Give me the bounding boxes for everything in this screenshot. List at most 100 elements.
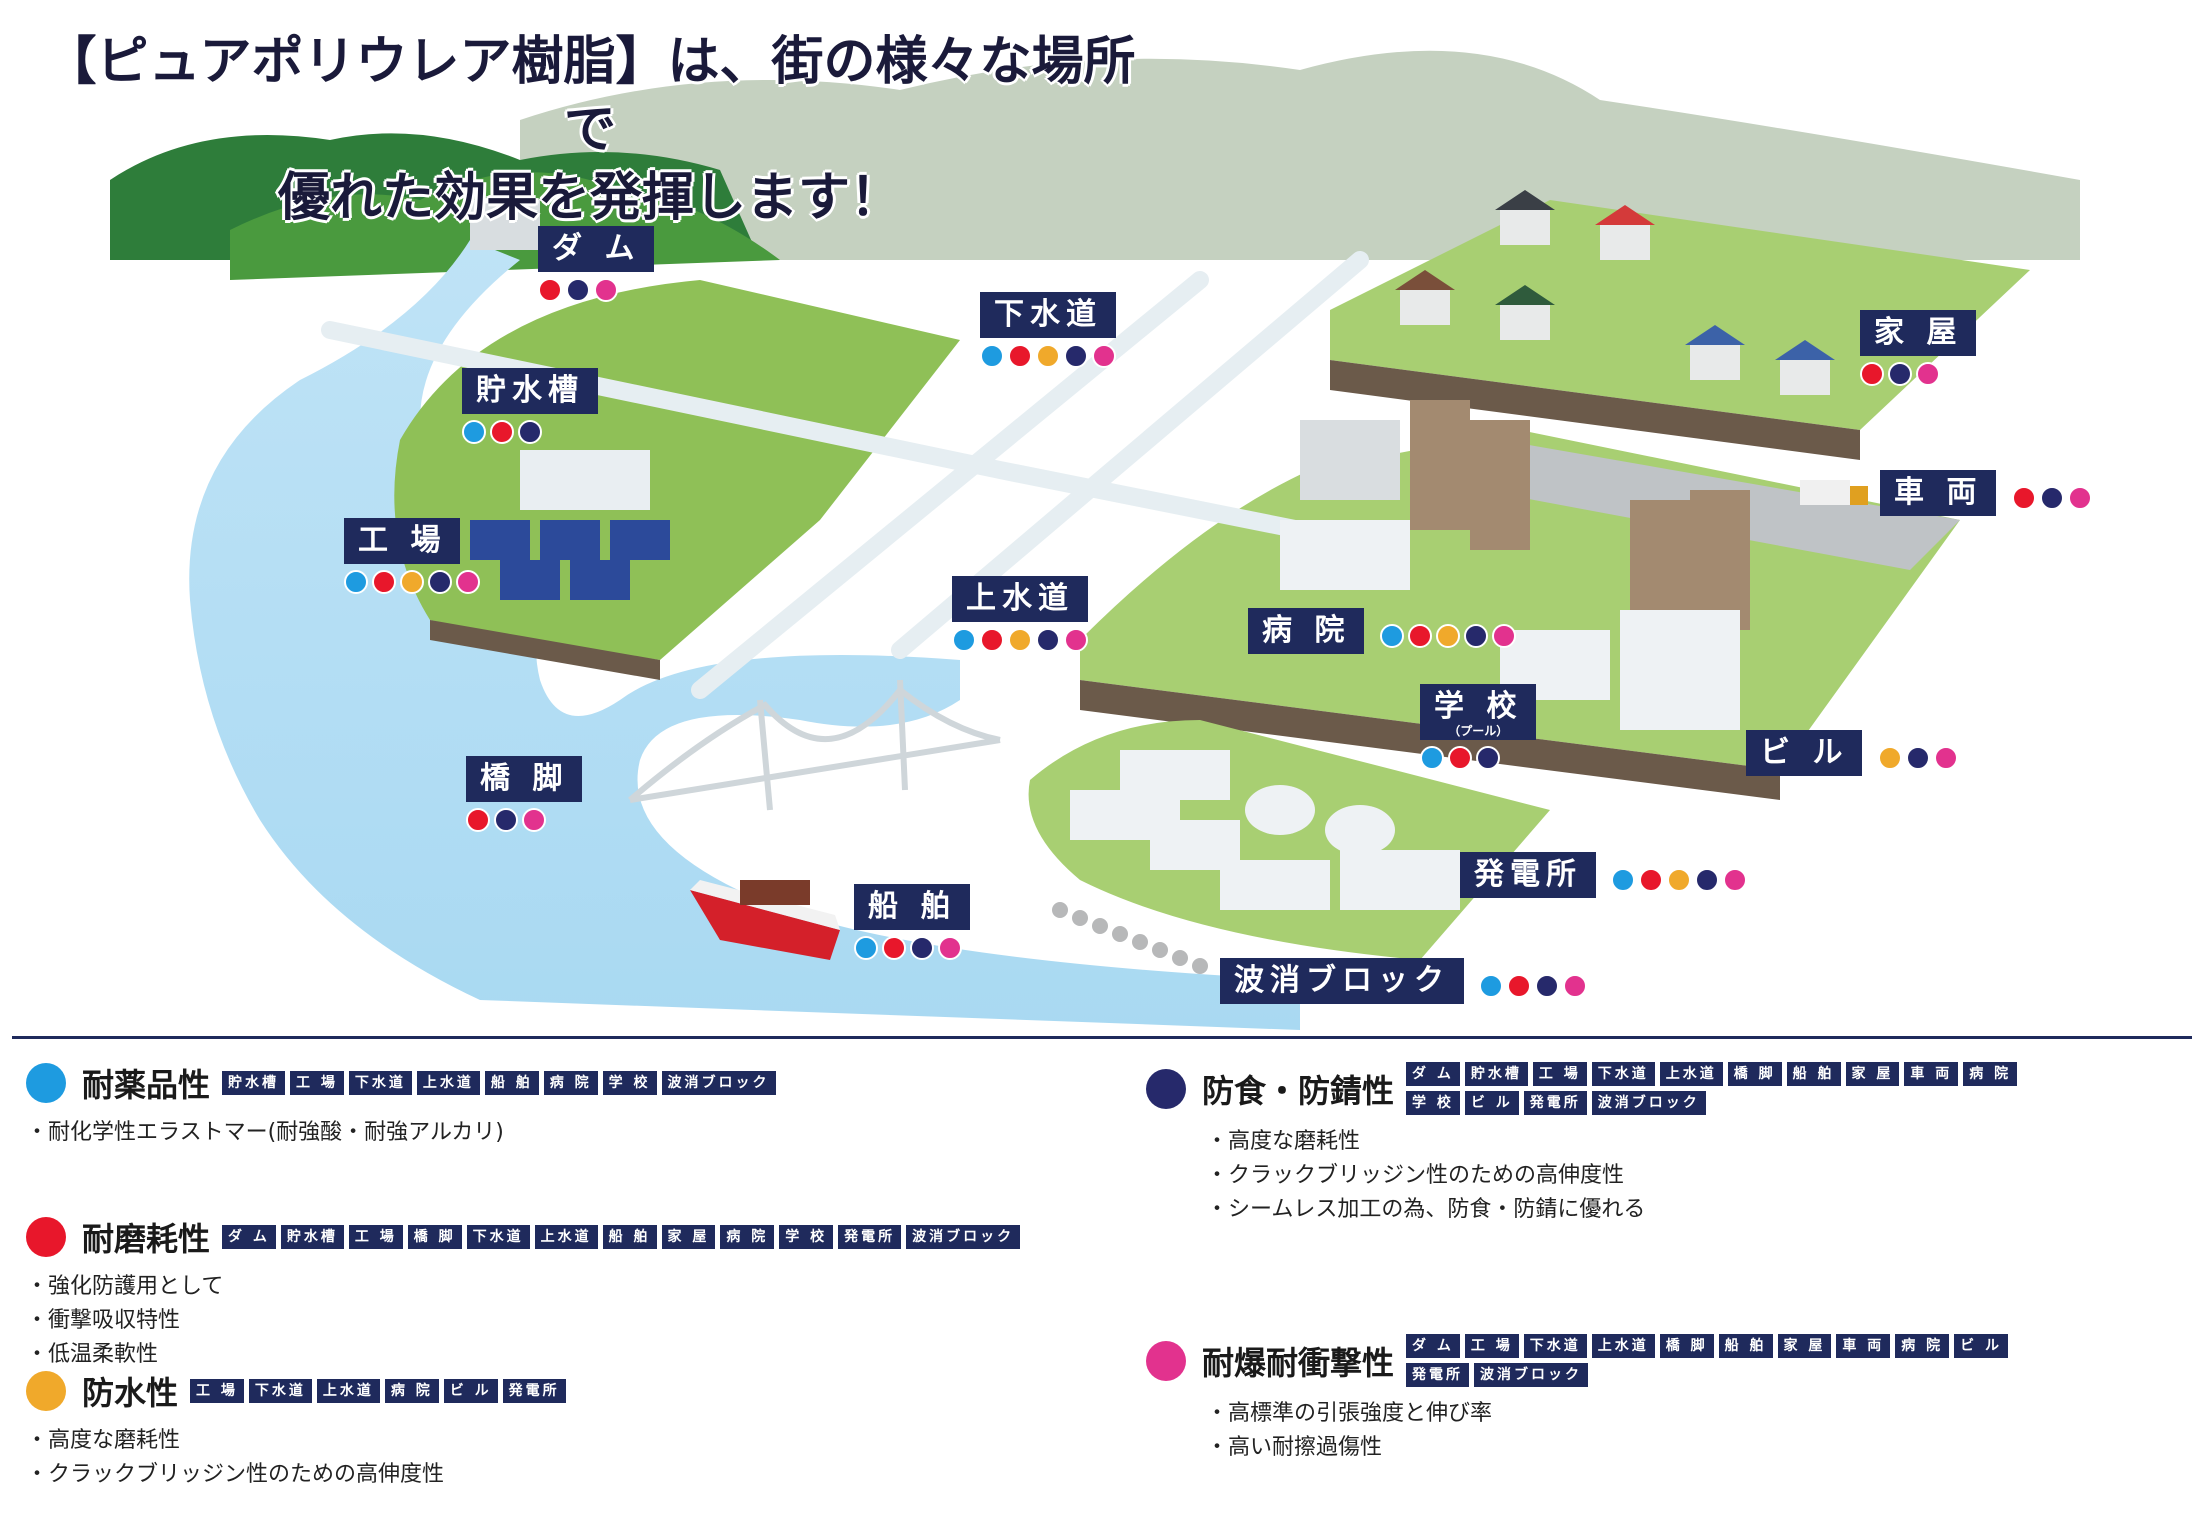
- location-chip: 波消ブロック: [1474, 1363, 1589, 1387]
- chip-list: ダ ム貯水槽工 場橋 脚下水道上水道船 舶家 屋病 院学 校発電所波消ブロック: [222, 1225, 1021, 1249]
- point-list: 耐化学性エラストマー(耐強酸・耐強アルカリ): [26, 1116, 1106, 1150]
- location-chip: 貯水槽: [1464, 1062, 1528, 1086]
- location-chip: ビ ル: [1954, 1334, 2009, 1358]
- dam: [470, 200, 540, 250]
- location-vehicle: 車 両: [1880, 470, 2092, 516]
- location-chip: 発電所: [502, 1379, 566, 1403]
- title-line-1: 【ピュアポリウレア樹脂】は、街の様々な場所で: [44, 32, 1136, 160]
- abrasion-dot-icon: [26, 1217, 66, 1257]
- location-chip: 家 屋: [1845, 1062, 1900, 1086]
- location-chip: 上水道: [316, 1379, 380, 1403]
- blast-dot-icon: [1146, 1340, 1186, 1381]
- property-dots: [1420, 746, 1536, 770]
- location-house: 家 屋: [1860, 310, 1977, 386]
- location-chip: 橋 脚: [407, 1225, 462, 1249]
- property-dots: [854, 936, 970, 960]
- legend-blast: 耐爆耐衝撃性ダ ム工 場下水道上水道橋 脚船 舶家 屋車 両病 院ビ ル発電所波…: [1146, 1334, 2106, 1465]
- page-title: 【ピュアポリウレア樹脂】は、街の様々な場所で 優れた効果を発揮します！: [40, 28, 1140, 232]
- property-dots: [466, 808, 582, 832]
- school-sub: （プール）: [1448, 724, 1509, 738]
- location-chip: 工 場: [290, 1071, 344, 1095]
- feature-point: クラックブリッジン性のための高伸度性: [26, 1458, 1106, 1492]
- legend-title: 耐爆耐衝撃性: [1202, 1343, 1395, 1382]
- truck: [1800, 480, 1850, 505]
- legend-title: 耐薬品性: [82, 1066, 211, 1104]
- location-label: 家 屋: [1860, 310, 1977, 356]
- anticorrosion-dot-icon: [1146, 1068, 1186, 1109]
- chemical-dot: [952, 628, 976, 652]
- anticorrosion-dot: [1064, 344, 1088, 368]
- location-chip: 波消ブロック: [906, 1225, 1021, 1249]
- anticorrosion-dot: [2039, 485, 2064, 510]
- location-chip: 船 舶: [484, 1071, 539, 1095]
- anticorrosion-dot: [494, 808, 518, 832]
- waterproof-dot: [1435, 623, 1460, 648]
- location-chip: 学 校: [602, 1071, 657, 1095]
- power-plant: [1070, 750, 1460, 910]
- location-label: 船 舶: [854, 884, 971, 930]
- location-chip: 上水道: [416, 1071, 480, 1095]
- location-chip: 船 舶: [1718, 1334, 1773, 1358]
- location-label: 下水道: [980, 292, 1116, 338]
- chemical-dot: [1379, 623, 1404, 648]
- blast-dot: [456, 570, 480, 594]
- property-dots: [1611, 867, 1748, 892]
- location-chip: 下水道: [1591, 1062, 1655, 1086]
- anticorrosion-dot: [1463, 623, 1488, 648]
- feature-point: 耐化学性エラストマー(耐強酸・耐強アルカリ): [26, 1116, 1106, 1150]
- location-chip: 発電所: [1523, 1091, 1587, 1115]
- legend-abrasion: 耐磨耗性ダ ム貯水槽工 場橋 脚下水道上水道船 舶家 屋病 院学 校発電所波消ブ…: [26, 1214, 1106, 1372]
- location-chip: 学 校: [779, 1225, 834, 1249]
- location-chip: ビ ル: [443, 1379, 498, 1403]
- title-line-2: 優れた効果を発揮します！: [277, 168, 902, 228]
- far-mountains: [520, 50, 2080, 261]
- anticorrosion-dot: [1535, 973, 1560, 998]
- point-list: 高度な磨耗性クラックブリッジン性のための高伸度性シームレス加工の為、防食・防錆に…: [1206, 1125, 2106, 1227]
- abrasion-dot: [372, 570, 396, 594]
- blast-dot: [1064, 628, 1088, 652]
- property-dots: [980, 344, 1116, 368]
- waterproof-dot: [400, 570, 424, 594]
- abrasion-dot: [1507, 973, 1532, 998]
- feature-point: 高度な磨耗性: [1206, 1125, 2106, 1159]
- blast-dot: [594, 278, 618, 302]
- location-chip: 病 院: [1895, 1334, 1950, 1358]
- blast-dot: [1723, 867, 1748, 892]
- legend-title: 防食・防錆性: [1202, 1071, 1395, 1110]
- property-dots: [462, 420, 598, 444]
- cargo-ship: [690, 880, 840, 960]
- wave-blocks: [1052, 902, 1208, 974]
- abrasion-dot: [490, 420, 514, 444]
- location-chip: 下水道: [466, 1225, 530, 1249]
- chip-list: ダ ム工 場下水道上水道橋 脚船 舶家 屋車 両病 院ビ ル発電所波消ブロック: [1406, 1334, 2046, 1387]
- location-wave-block: 波消ブロック: [1220, 958, 1588, 1004]
- location-chip: ビ ル: [1464, 1091, 1519, 1115]
- location-chip: 車 両: [1836, 1334, 1891, 1358]
- location-label: 病 院: [1248, 608, 1365, 654]
- location-chip: ダ ム: [1406, 1062, 1460, 1086]
- location-chip: 工 場: [1464, 1334, 1519, 1358]
- abrasion-dot: [1860, 362, 1884, 386]
- location-water-supply: 上水道: [952, 576, 1088, 652]
- waterproof-dot: [1877, 745, 1902, 770]
- blast-dot: [1933, 745, 1958, 770]
- point-list: 強化防護用として衝撃吸収特性低温柔軟性: [26, 1270, 1106, 1372]
- location-chip: 橋 脚: [1659, 1334, 1714, 1358]
- location-label: 学 校（プール）: [1420, 684, 1537, 740]
- chemical-dot: [344, 570, 368, 594]
- chemical-dot: [1611, 867, 1636, 892]
- property-dots: [344, 570, 480, 594]
- anticorrosion-dot: [428, 570, 452, 594]
- location-chip: 上水道: [1591, 1334, 1655, 1358]
- anticorrosion-dot: [518, 420, 542, 444]
- location-chip: 家 屋: [661, 1225, 716, 1249]
- location-chip: 工 場: [1532, 1062, 1587, 1086]
- anticorrosion-dot: [1905, 745, 1930, 770]
- abrasion-dot: [2011, 485, 2036, 510]
- legend-title: 防水性: [82, 1374, 179, 1412]
- location-building: ビ ル: [1746, 730, 1958, 776]
- property-dots: [1479, 973, 1588, 998]
- chemical-dot: [1479, 973, 1504, 998]
- location-label: 工 場: [344, 518, 461, 564]
